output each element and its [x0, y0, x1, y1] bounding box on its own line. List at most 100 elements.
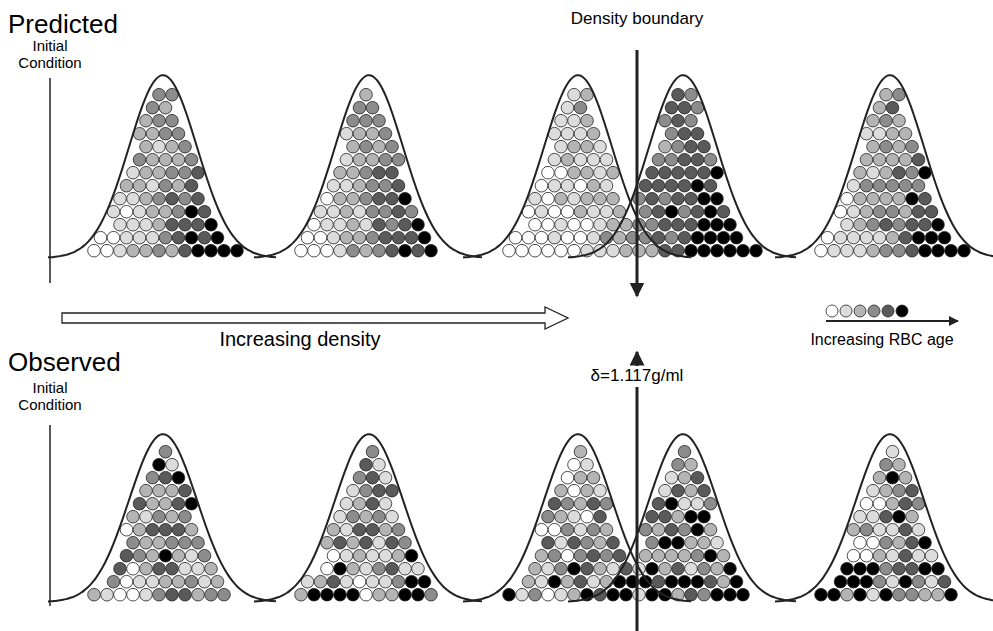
red-blood-cell	[548, 205, 561, 218]
red-blood-cell	[854, 166, 867, 179]
red-blood-cell	[529, 192, 542, 205]
red-blood-cell	[691, 231, 704, 244]
red-blood-cell	[685, 244, 698, 257]
red-blood-cell	[535, 205, 548, 218]
distribution-curve	[254, 434, 482, 601]
red-blood-cell	[646, 166, 659, 179]
red-blood-cell	[146, 575, 159, 588]
red-blood-cell	[198, 231, 211, 244]
red-blood-cell	[685, 510, 698, 523]
red-blood-cell	[399, 192, 412, 205]
red-blood-cell	[159, 523, 172, 536]
red-blood-cell	[127, 166, 140, 179]
red-blood-cell	[594, 218, 607, 231]
red-blood-cell	[880, 192, 893, 205]
red-blood-cell	[873, 231, 886, 244]
red-blood-cell	[133, 231, 146, 244]
red-blood-cell	[815, 588, 828, 601]
red-blood-cell	[425, 588, 438, 601]
red-blood-cell	[373, 192, 386, 205]
red-blood-cell	[880, 510, 893, 523]
red-blood-cell	[691, 575, 704, 588]
red-blood-cell	[179, 192, 192, 205]
red-blood-cell	[366, 101, 379, 114]
red-blood-cell	[906, 588, 919, 601]
red-blood-cell	[886, 471, 899, 484]
red-blood-cell	[373, 244, 386, 257]
red-blood-cell	[399, 588, 412, 601]
red-blood-cell	[418, 575, 431, 588]
red-blood-cell	[607, 192, 620, 205]
red-blood-cell	[353, 179, 366, 192]
red-blood-cell	[672, 140, 685, 153]
red-blood-cell	[561, 153, 574, 166]
red-blood-cell	[847, 575, 860, 588]
red-blood-cell	[373, 140, 386, 153]
red-blood-cell	[392, 153, 405, 166]
red-blood-cell	[574, 179, 587, 192]
red-blood-cell	[347, 484, 360, 497]
red-blood-cell	[893, 484, 906, 497]
red-blood-cell	[568, 484, 581, 497]
red-blood-cell	[925, 575, 938, 588]
red-blood-cell	[886, 523, 899, 536]
red-blood-cell	[587, 127, 600, 140]
red-blood-cell	[841, 192, 854, 205]
red-blood-cell	[594, 562, 607, 575]
red-blood-cell	[568, 218, 581, 231]
red-blood-cell	[114, 588, 127, 601]
red-blood-cell	[678, 523, 691, 536]
red-blood-cell	[179, 536, 192, 549]
red-blood-cell	[854, 192, 867, 205]
red-blood-cell	[652, 153, 665, 166]
red-blood-cell	[906, 484, 919, 497]
cell-distribution	[48, 434, 276, 601]
red-blood-cell	[334, 218, 347, 231]
red-blood-cell	[678, 205, 691, 218]
red-blood-cell	[386, 140, 399, 153]
red-blood-cell	[633, 588, 646, 601]
red-blood-cell	[412, 562, 425, 575]
red-blood-cell	[392, 549, 405, 562]
red-blood-cell	[542, 192, 555, 205]
red-blood-cell	[159, 179, 172, 192]
red-blood-cell	[867, 244, 880, 257]
red-blood-cell	[548, 523, 561, 536]
red-blood-cell	[140, 510, 153, 523]
red-blood-cell	[587, 471, 600, 484]
red-blood-cell	[672, 510, 685, 523]
red-blood-cell	[542, 588, 555, 601]
red-blood-cell	[133, 497, 146, 510]
red-blood-cell	[906, 510, 919, 523]
red-blood-cell	[548, 179, 561, 192]
red-blood-cell	[698, 140, 711, 153]
red-blood-cell	[353, 127, 366, 140]
red-blood-cell	[140, 484, 153, 497]
red-blood-cell	[893, 536, 906, 549]
red-blood-cell	[886, 575, 899, 588]
annotation: Increasing RBC age	[782, 331, 982, 349]
red-blood-cell	[730, 575, 743, 588]
red-blood-cell	[568, 536, 581, 549]
red-blood-cell	[192, 562, 205, 575]
red-blood-cell	[587, 153, 600, 166]
red-blood-cell	[379, 231, 392, 244]
red-blood-cell	[166, 536, 179, 549]
red-blood-cell	[568, 192, 581, 205]
red-blood-cell	[185, 549, 198, 562]
red-blood-cell	[594, 536, 607, 549]
red-blood-cell	[899, 575, 912, 588]
red-blood-cell	[704, 575, 717, 588]
red-blood-cell	[691, 153, 704, 166]
red-blood-cell	[711, 244, 724, 257]
red-blood-cell	[659, 218, 672, 231]
red-blood-cell	[535, 231, 548, 244]
red-blood-cell	[347, 588, 360, 601]
red-blood-cell	[678, 127, 691, 140]
red-blood-cell	[133, 153, 146, 166]
red-blood-cell	[678, 231, 691, 244]
red-blood-cell	[412, 218, 425, 231]
red-blood-cell	[581, 484, 594, 497]
red-blood-cell	[185, 179, 198, 192]
red-blood-cell	[652, 523, 665, 536]
